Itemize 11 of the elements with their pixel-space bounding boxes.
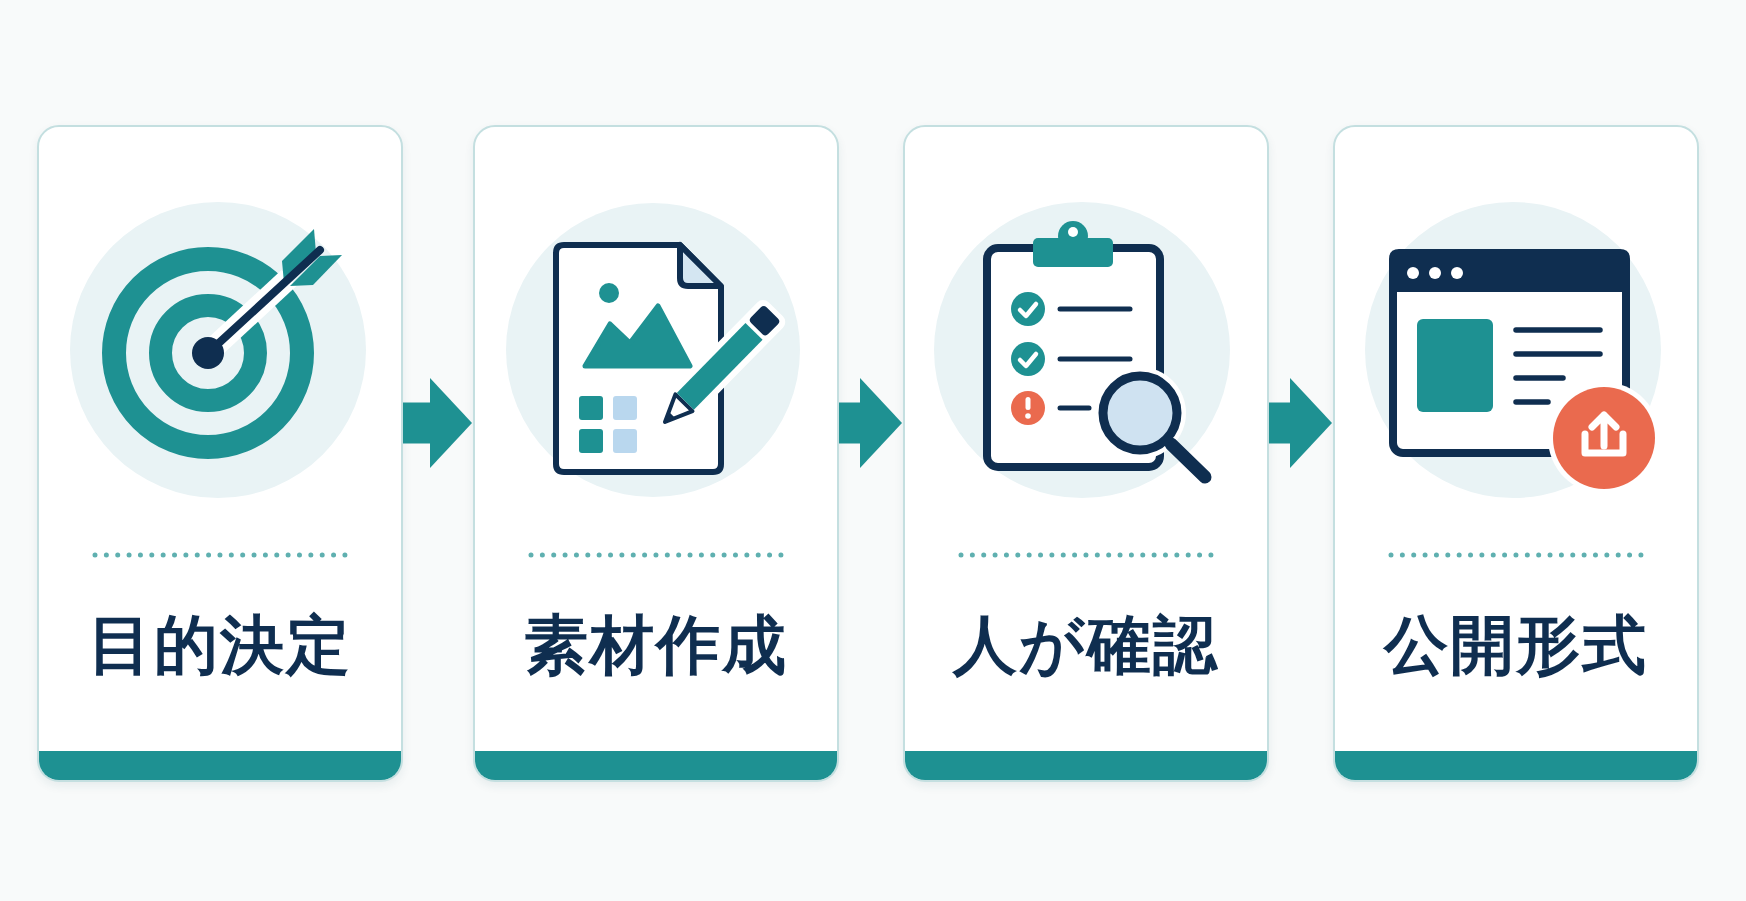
step-card [37, 125, 403, 782]
step-label: 素材作成 [524, 608, 788, 682]
step-card [473, 125, 839, 782]
arrow [1269, 378, 1332, 468]
step-card [1333, 125, 1699, 782]
arrow [839, 378, 902, 468]
step-card [903, 125, 1269, 782]
step-label: 人が確認 [953, 608, 1219, 682]
step-label: 公開形式 [1384, 608, 1648, 682]
step-label: 目的決定 [88, 608, 352, 682]
arrow [403, 378, 472, 468]
